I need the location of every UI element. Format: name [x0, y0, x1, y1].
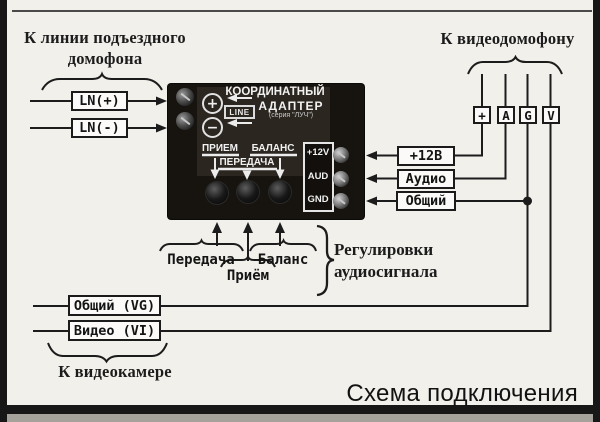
brace-balance: [249, 237, 317, 252]
photo-border-bottom: [7, 405, 593, 414]
adjustments-caption-line2: аудиосигнала: [334, 262, 438, 281]
adapter-trim-balance-label: БАЛАНС: [251, 143, 295, 154]
photo-border-bottom-edge: [7, 414, 593, 422]
potentiometer-receive: [206, 182, 228, 204]
adapter-screw-ground: [333, 193, 349, 209]
photo-border-right: [593, 0, 600, 422]
potentiometer-balance: [269, 181, 291, 203]
adapter-term-ground: GND: [307, 194, 329, 205]
brace-camera: [47, 342, 168, 364]
adjustment-balance-label: Баланс: [257, 252, 309, 268]
adapter-screw-power: [333, 147, 349, 163]
wire-video-to-camera: [33, 124, 552, 332]
adjustments-caption-line1: Регулировки: [334, 240, 434, 259]
adapter-line-label: LINE: [224, 105, 255, 119]
brace-monitor: [467, 54, 563, 75]
adapter-minus-terminal: −: [202, 117, 223, 138]
adapter-series: (серия "ЛУЧ"): [268, 112, 314, 119]
brace-transmit: [159, 237, 244, 252]
label-ln-minus: LN(-): [71, 118, 128, 138]
white-arrowheads: [210, 94, 285, 180]
arrowhead-ln-plus: [156, 96, 167, 106]
potentiometer-transmit: [237, 181, 259, 203]
brace-receive: [220, 252, 276, 268]
adapter-name-line1: КООРДИНАТНЫЙ: [225, 86, 325, 98]
pin-a: A: [497, 106, 515, 124]
brace-adjustments: [316, 224, 335, 297]
adapter-plus-terminal: +: [202, 93, 223, 114]
black-arrowheads: [156, 96, 532, 233]
arrowhead-balance: [275, 222, 285, 233]
entry-intercom-heading-line1: К линии подъездного: [24, 28, 186, 47]
label-ln-plus: LN(+): [71, 91, 128, 111]
arrowhead-common: [366, 196, 377, 206]
adapter-trim-receive-label: ПРИЕМ: [201, 143, 239, 154]
brace-entry-line: [41, 71, 163, 91]
pin-v: V: [542, 106, 560, 124]
scheme-title: Схема подключения: [346, 380, 578, 407]
trim-arrowhead-3: [275, 169, 285, 179]
arrowhead-ln-minus: [156, 123, 167, 133]
photo-border-left: [0, 0, 7, 422]
adjustment-receive-label: Приём: [226, 268, 270, 284]
line-arrowhead-plus: [227, 94, 237, 102]
pin-plus: +: [473, 106, 491, 124]
arrowhead-receive: [243, 222, 253, 233]
adapter-term-audio: AUD: [307, 171, 329, 182]
adapter-screw-terminal-2: [176, 112, 194, 130]
adapter-term-power: +12V: [306, 147, 330, 158]
arrowhead-12v: [366, 151, 377, 160]
label-wire-audio: Аудио: [397, 169, 455, 189]
arrowhead-transmit: [212, 222, 222, 233]
photo-border-top: [12, 10, 592, 12]
adjustment-transmit-label: Передача: [167, 252, 235, 268]
arrowhead-audio: [366, 174, 377, 183]
label-common-vg: Общий (VG): [68, 295, 161, 316]
label-wire-common: Общий: [396, 191, 456, 211]
junction-dot: [523, 196, 532, 206]
trim-arrowhead-2: [242, 170, 252, 180]
adapter-trim-transmit-label: ПЕРЕДАЧА: [219, 157, 275, 168]
camera-heading: К видеокамере: [58, 362, 172, 381]
adapter-screw-terminal-1: [176, 88, 194, 106]
entry-intercom-heading-line2: домофона: [67, 49, 143, 68]
trim-arrowhead-1: [210, 169, 220, 179]
adapter-screw-audio: [333, 171, 349, 187]
label-wire-12v: +12В: [397, 146, 455, 166]
white-marks: [202, 97, 297, 173]
label-video-vi: Видео (VI): [68, 320, 161, 341]
monitor-heading: К видеодомофону: [440, 29, 575, 48]
pin-g: G: [519, 106, 537, 124]
wire-common-to-camera: [33, 124, 529, 307]
adapter-name-line2: АДАПТЕР: [258, 99, 324, 113]
line-arrowhead-minus: [227, 119, 237, 127]
